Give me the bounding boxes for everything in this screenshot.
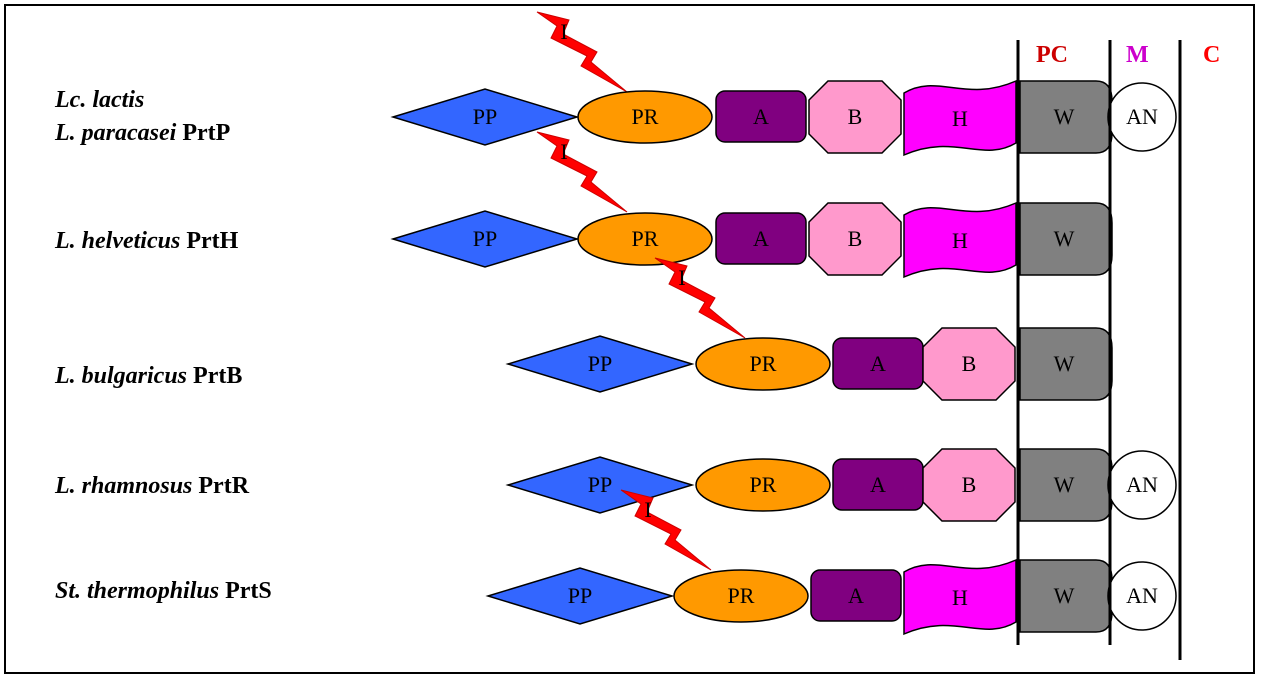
i-inhibitor-bolt [654, 257, 746, 339]
i-inhibitor-bolt [620, 489, 712, 571]
i-inhibitor-label: I [678, 265, 685, 290]
h-domain [903, 79, 1017, 157]
pp-domain-label: PP [473, 104, 497, 129]
a-domain [810, 569, 902, 622]
species-name-rhamnosus: L. rhamnosus [55, 473, 193, 499]
species-name-lactis: Lc. lactis [55, 87, 145, 113]
protein-name-prtp: PrtP [182, 120, 231, 146]
pp-domain-label: PP [568, 583, 592, 608]
row-label-lactis: Lc. lactis [55, 86, 144, 114]
i-inhibitor-label: I [644, 497, 651, 522]
a-domain-label: A [870, 472, 886, 497]
b-domain [808, 202, 902, 276]
an-domain [1107, 561, 1177, 631]
pp-domain [485, 567, 675, 625]
an-domain [1107, 450, 1177, 520]
an-domain [1107, 82, 1177, 152]
h-domain-label: H [952, 106, 968, 131]
b-domain-label: B [962, 351, 977, 376]
protein-name-prtb: PrtB [193, 363, 243, 389]
pr-domain-label: PR [750, 351, 777, 376]
i-inhibitor-bolt [536, 131, 628, 213]
an-domain-label: AN [1126, 104, 1158, 129]
w-domain-label: W [1054, 104, 1075, 129]
row-label-prtb: L. bulgaricus PrtB [55, 362, 242, 390]
h-domain-label: H [952, 585, 968, 610]
species-name-helveticus: L. helveticus [55, 228, 181, 254]
i-inhibitor-label: I [560, 19, 567, 44]
pp-domain [505, 335, 695, 393]
pr-domain-label: PR [728, 583, 755, 608]
pp-domain-label: PP [473, 226, 497, 251]
b-domain [922, 327, 1016, 401]
b-domain-label: B [962, 472, 977, 497]
zone-label-pc: PC [1036, 42, 1068, 68]
pr-domain-label: PR [632, 104, 659, 129]
i-inhibitor-bolt [536, 11, 628, 93]
row-label-prtr: L. rhamnosus PrtR [55, 472, 249, 500]
species-name-thermophilus: St. thermophilus [55, 578, 220, 604]
w-domain-label: W [1054, 351, 1075, 376]
w-domain [1019, 327, 1113, 401]
zone-label-c: C [1203, 42, 1221, 68]
w-domain [1019, 202, 1113, 276]
pr-domain [695, 337, 831, 391]
species-name-bulgaricus: L. bulgaricus [55, 363, 188, 389]
species-name-paracasei: L. paracasei [55, 120, 177, 146]
h-domain-label: H [952, 228, 968, 253]
pp-domain-label: PP [588, 351, 612, 376]
an-domain-label: AN [1126, 583, 1158, 608]
row-label-prts: St. thermophilus PrtS [55, 577, 272, 605]
pp-domain-label: PP [588, 472, 612, 497]
h-domain [903, 558, 1017, 636]
a-domain [715, 90, 807, 143]
h-domain [903, 201, 1017, 279]
protein-name-prtr: PrtR [198, 473, 250, 499]
pp-domain [390, 88, 580, 146]
pr-domain-label: PR [632, 226, 659, 251]
a-domain-label: A [753, 104, 769, 129]
pr-domain [695, 458, 831, 512]
a-domain [715, 212, 807, 265]
a-domain-label: A [753, 226, 769, 251]
w-domain-label: W [1054, 226, 1075, 251]
row-label-prth: L. helveticus PrtH [55, 227, 238, 255]
b-domain-label: B [848, 104, 863, 129]
protein-name-prth: PrtH [186, 228, 239, 254]
b-domain [808, 80, 902, 154]
protein-name-prts: PrtS [225, 578, 272, 604]
a-domain-label: A [870, 351, 886, 376]
w-domain-label: W [1054, 472, 1075, 497]
an-domain-label: AN [1126, 472, 1158, 497]
row-label-prtp: L. paracasei PrtP [55, 119, 230, 147]
w-domain-label: W [1054, 583, 1075, 608]
pp-domain [390, 210, 580, 268]
diagram-frame [4, 4, 1255, 674]
pr-domain [673, 569, 809, 623]
pr-domain [577, 90, 713, 144]
pr-domain [577, 212, 713, 266]
b-domain-label: B [848, 226, 863, 251]
a-domain-label: A [848, 583, 864, 608]
b-domain [922, 448, 1016, 522]
zone-label-m: M [1126, 42, 1149, 68]
pr-domain-label: PR [750, 472, 777, 497]
i-inhibitor-label: I [560, 139, 567, 164]
